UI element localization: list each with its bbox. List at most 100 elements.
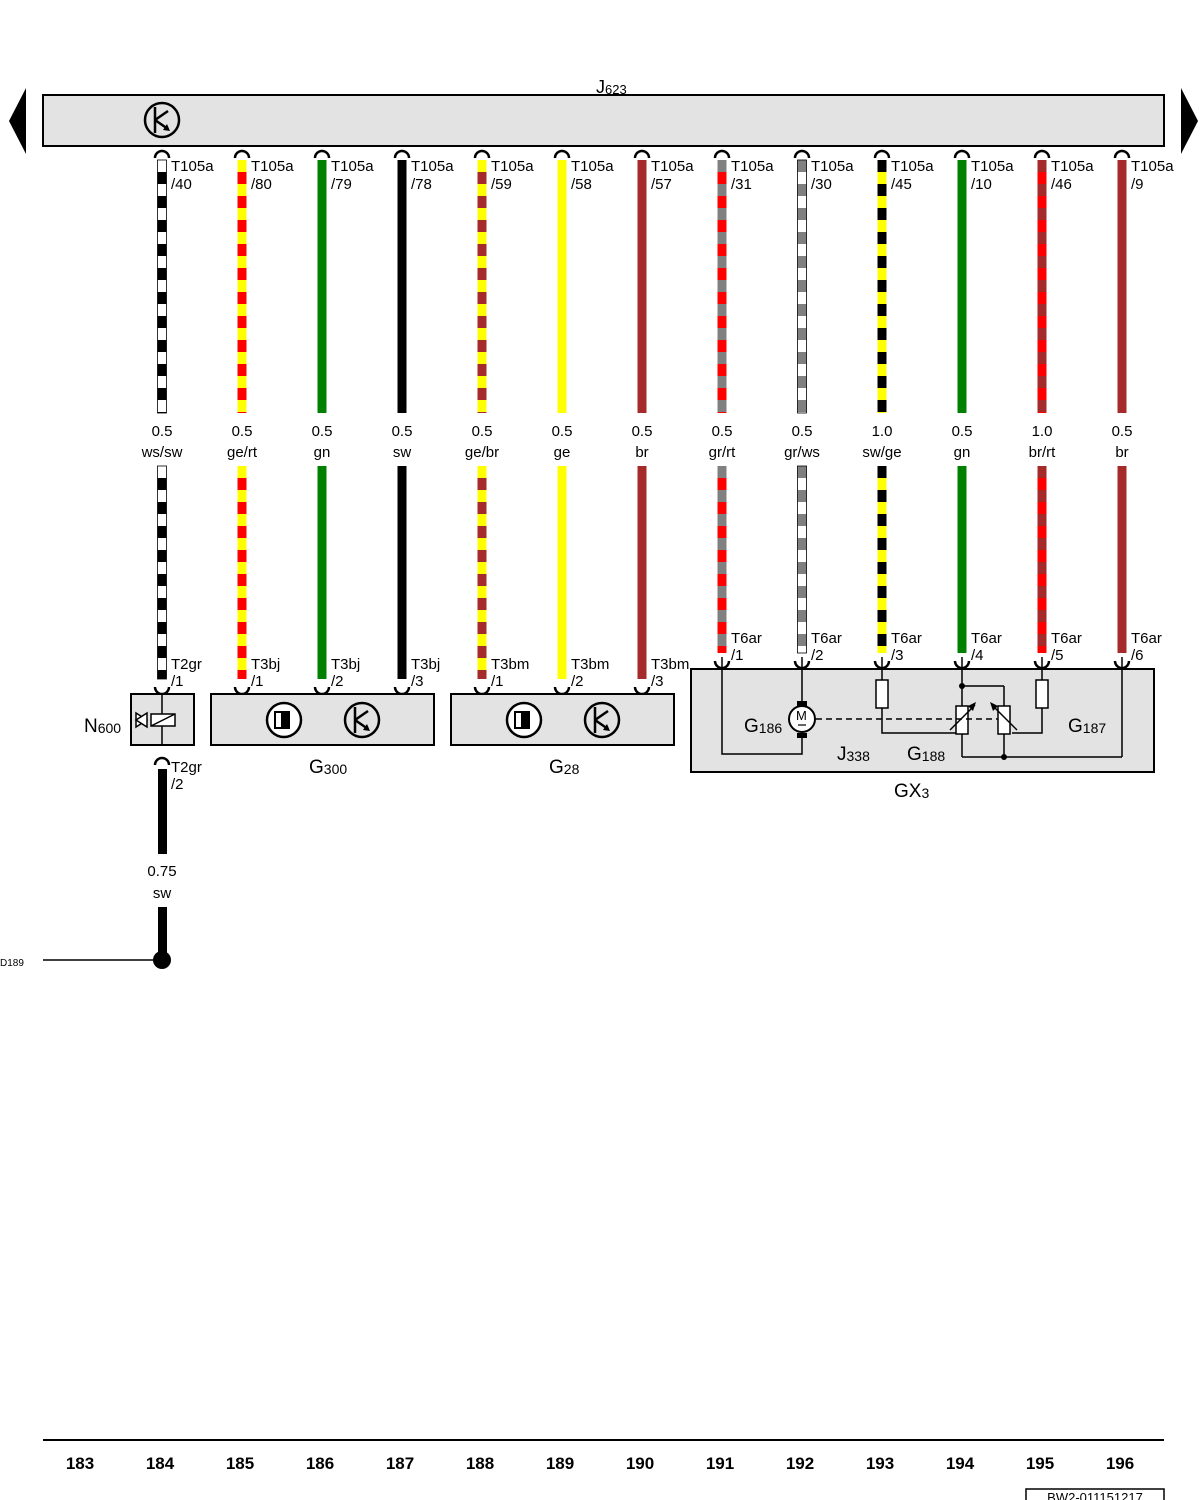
wire-stripe [477, 340, 487, 352]
wire-top-pin-number: /10 [971, 176, 992, 193]
wire-top-pin-number: /57 [651, 176, 672, 193]
g186-label-main: G [744, 716, 759, 737]
wire-outline [157, 465, 167, 680]
wire-bottom-pin-number: /3 [651, 673, 664, 690]
wire-stripe [717, 316, 727, 328]
wire-segment [1117, 466, 1127, 653]
wire-color-label: gn [314, 444, 331, 461]
wire-stripe [877, 292, 887, 304]
wire-top-pin-name: T105a [171, 158, 214, 175]
wire-stripe [1037, 364, 1047, 376]
wire-stripe [717, 244, 727, 256]
wire-size-label: 0.5 [152, 423, 173, 440]
column-number: 187 [386, 1454, 414, 1473]
component-gx3: M G186 J338 G188 G187 GX3 [690, 657, 1155, 802]
wire-stripe [717, 622, 727, 634]
resistor-left-icon [875, 679, 889, 709]
wire-stripe [717, 526, 727, 538]
wire-outline [157, 159, 167, 414]
wire-stripe [237, 364, 247, 376]
connector-pin-icon [313, 686, 331, 696]
wire-stripe [717, 340, 727, 352]
g186-label-sub: 186 [759, 720, 783, 736]
wire-stripe [157, 526, 167, 538]
wire-stripe [717, 220, 727, 232]
wire-top-pin-name: T105a [651, 158, 694, 175]
gx3-label: GX3 [894, 781, 929, 802]
wire-segment [637, 466, 647, 679]
wire-top-pin-number: /79 [331, 176, 352, 193]
wire-stripe [797, 172, 807, 184]
next-page-arrow-icon[interactable] [1181, 88, 1198, 154]
wire-segment [957, 466, 967, 653]
g187-label-sub: 187 [1083, 720, 1107, 736]
wire-size-label: 0.5 [712, 423, 733, 440]
wire-stripe [477, 172, 487, 184]
wire-stripe [717, 574, 727, 586]
wire-color-label: gr/rt [709, 444, 737, 461]
wire-stripe [877, 316, 887, 328]
wire-top-pin-number: /30 [811, 176, 832, 193]
wire-top-pin-number: /59 [491, 176, 512, 193]
wire-bottom-pin-name: T6ar [971, 630, 1002, 647]
wire-top-pin-name: T105a [971, 158, 1014, 175]
j338-label: J338 [837, 744, 870, 765]
ecu-label-main: J [596, 77, 605, 97]
wire-base-color [157, 466, 167, 679]
wire-stripe [1037, 550, 1047, 562]
column-number: 194 [946, 1454, 975, 1473]
wire-stripe [477, 478, 487, 490]
g300-box [210, 693, 435, 746]
wire-outline [797, 465, 807, 654]
g300-label-main: G [309, 757, 324, 778]
wire-stripe [797, 526, 807, 538]
wire-fill [1117, 160, 1127, 413]
ecu-label: J623 [596, 77, 627, 97]
wire-segment [477, 160, 487, 413]
wire-top-pin-name: T105a [411, 158, 454, 175]
column-number: 195 [1026, 1454, 1054, 1473]
wire-stripe [477, 598, 487, 610]
wire-segment [317, 466, 327, 679]
wire-stripe [237, 550, 247, 562]
wire-segment [158, 907, 167, 960]
wire-stripe [1037, 340, 1047, 352]
connector-pin-icon [553, 149, 571, 159]
previous-page-arrow-icon[interactable] [9, 88, 26, 154]
gx3-label-main: GX [894, 781, 922, 802]
ecu-j623: J623 [42, 77, 1165, 147]
g28-box [450, 693, 675, 746]
wire-stripe [797, 244, 807, 256]
wire-stripe [877, 340, 887, 352]
wire-bottom-pin-number: /4 [971, 647, 984, 664]
wire-segment [717, 160, 727, 413]
wire-segment [717, 466, 727, 653]
wire-stripe [797, 598, 807, 610]
n600-label: N600 [84, 716, 121, 737]
wire-stripe [237, 622, 247, 634]
wire-stripe [237, 340, 247, 352]
wire-segment [1117, 160, 1127, 413]
g300-label-sub: 300 [324, 761, 348, 777]
wire-bottom-pin-number: /3 [891, 647, 904, 664]
column-number: 196 [1106, 1454, 1134, 1473]
wire-color-label: gr/ws [784, 444, 820, 461]
speed-sensor-icon [583, 701, 621, 739]
wire-segment [157, 159, 167, 414]
connector-pin-icon [473, 686, 491, 696]
wire-size-label: 0.5 [952, 423, 973, 440]
n600-lower-pin-name: T2gr [171, 759, 202, 776]
motor-letter: M [796, 708, 807, 723]
wire-base-color [1037, 160, 1047, 413]
wire-stripe [717, 292, 727, 304]
wire-stripe [1037, 292, 1047, 304]
wire-stripe [157, 598, 167, 610]
wire-stripe [237, 244, 247, 256]
wire-stripe [877, 550, 887, 562]
wire-stripe [237, 670, 247, 679]
